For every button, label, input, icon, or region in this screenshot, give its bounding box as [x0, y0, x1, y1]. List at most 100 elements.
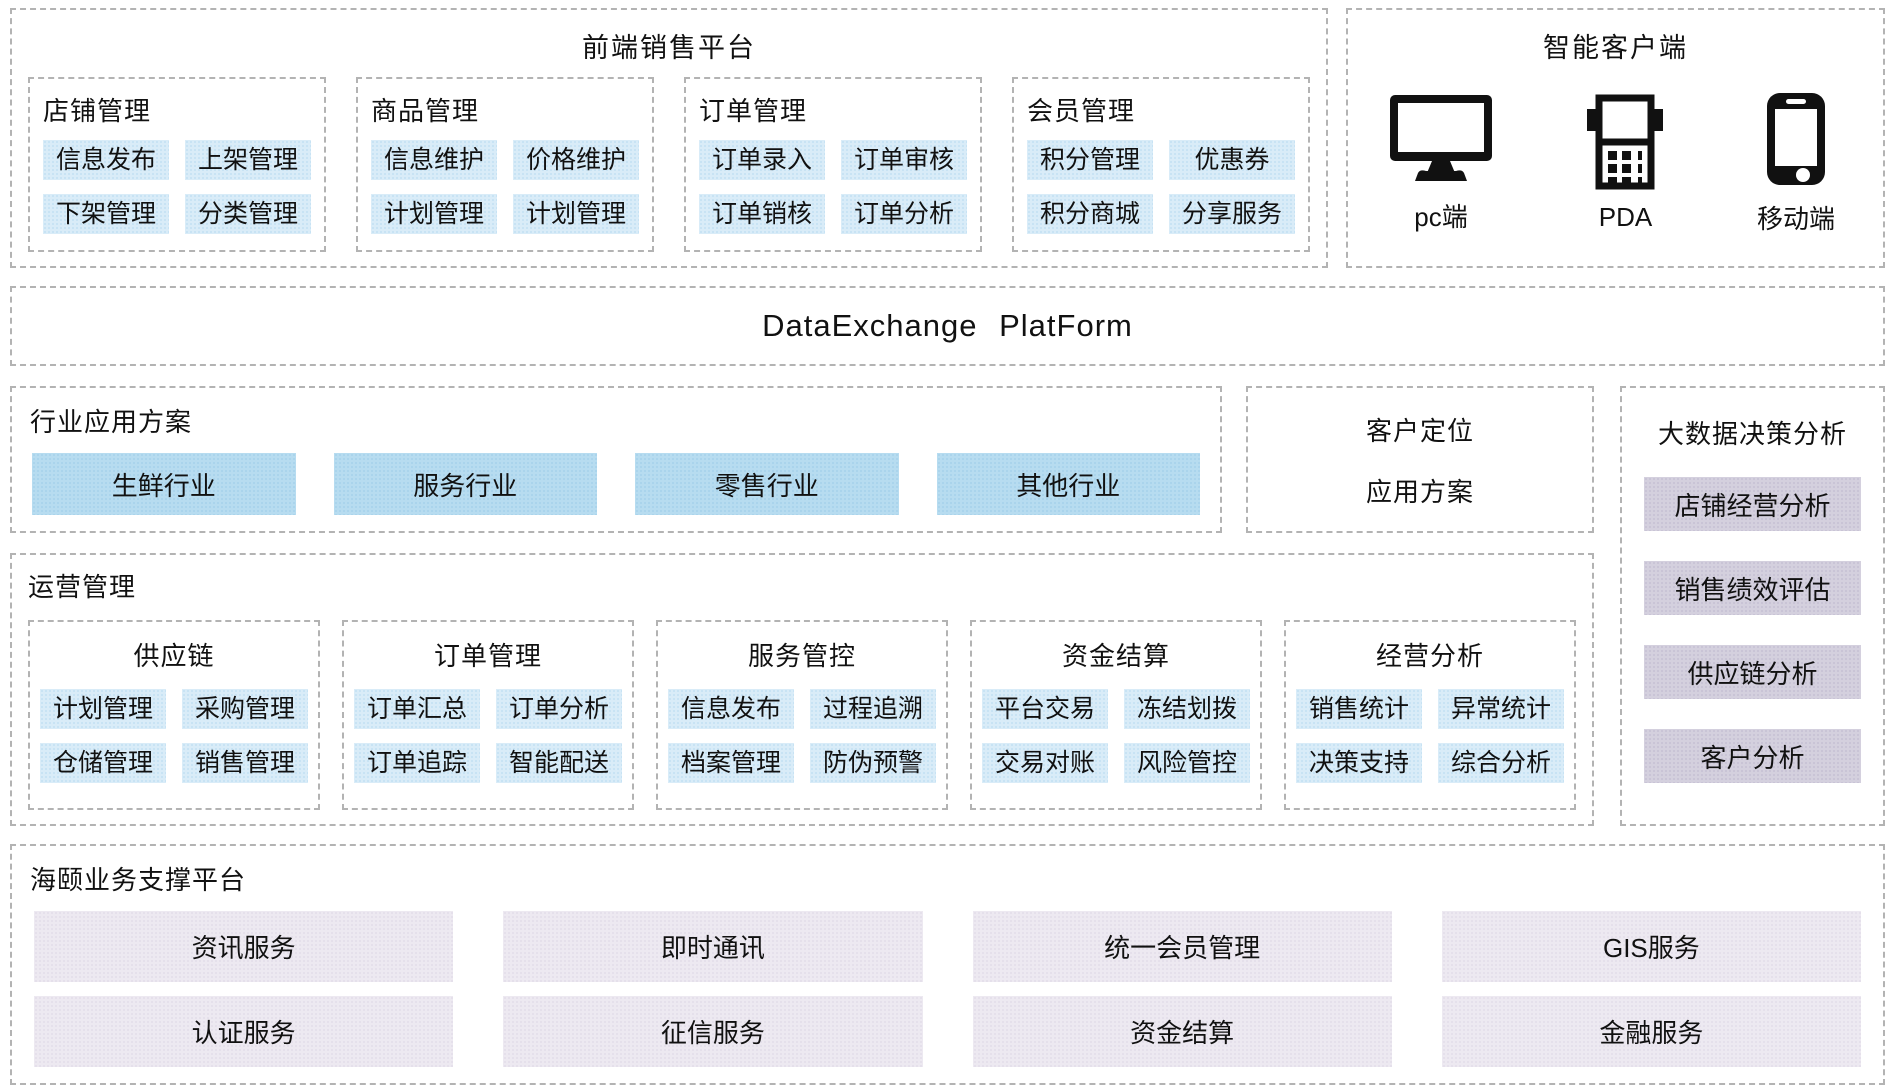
service-box-unified-member: 统一会员管理 — [972, 911, 1392, 982]
customer-positioning-line1: 客户定位 — [1365, 415, 1474, 446]
top-row: 前端销售平台 店铺管理 信息发布 上架管理 下架管理 分类管理 商品管理 信息维… — [10, 8, 1885, 268]
module-chip: 计划管理 — [40, 689, 166, 729]
module-chip: 综合分析 — [1438, 743, 1564, 783]
chip-grid: 信息维护 价格维护 计划管理 计划管理 — [371, 140, 639, 234]
op-group-business-analysis: 经营分析 销售统计 异常统计 决策支持 综合分析 — [1284, 620, 1576, 810]
module-chip: 上架管理 — [185, 140, 311, 180]
desktop-monitor-icon — [1390, 95, 1492, 181]
op-group-order-management: 订单管理 订单汇总 订单分析 订单追踪 智能配送 — [342, 620, 634, 810]
big-data-boxes: 店铺经营分析 销售绩效评估 供应链分析 客户分析 — [1644, 477, 1861, 783]
module-chip: 信息维护 — [371, 140, 497, 180]
module-chip: 销售统计 — [1296, 689, 1422, 729]
industry-box-other: 其他行业 — [936, 453, 1200, 515]
group-title: 店铺管理 — [43, 96, 152, 126]
chip-grid: 信息发布 过程追溯 档案管理 防伪预警 — [668, 689, 936, 783]
module-chip: 交易对账 — [982, 743, 1108, 783]
support-services-grid: 资讯服务 即时通讯 统一会员管理 GIS服务 认证服务 征信服务 资金结算 金融… — [30, 911, 1865, 1067]
module-chip: 订单录入 — [699, 140, 825, 180]
service-box-fund-settlement: 资金结算 — [972, 996, 1392, 1067]
device-label: pc端 — [1414, 202, 1468, 232]
big-data-analysis-panel: 大数据决策分析 店铺经营分析 销售绩效评估 供应链分析 客户分析 — [1620, 386, 1885, 826]
group-title: 会员管理 — [1027, 96, 1136, 126]
module-chip: 智能配送 — [496, 743, 622, 783]
industry-boxes: 生鲜行业 服务行业 零售行业 其他行业 — [30, 453, 1202, 515]
device-label: 移动端 — [1756, 204, 1835, 234]
module-chip: 决策支持 — [1296, 743, 1422, 783]
chip-grid: 信息发布 上架管理 下架管理 分类管理 — [43, 140, 311, 234]
middle-left-column: 行业应用方案 生鲜行业 服务行业 零售行业 其他行业 客户定位 应用方案 运营管… — [10, 386, 1594, 826]
industry-solutions-panel: 行业应用方案 生鲜行业 服务行业 零售行业 其他行业 — [10, 386, 1222, 533]
industry-box-fresh: 生鲜行业 — [32, 453, 296, 515]
module-chip: 信息发布 — [43, 140, 169, 180]
op-group-service-control: 服务管控 信息发布 过程追溯 档案管理 防伪预警 — [656, 620, 948, 810]
support-platform-title: 海颐业务支撑平台 — [30, 865, 247, 895]
module-chip: 订单销核 — [699, 194, 825, 234]
business-support-platform-panel: 海颐业务支撑平台 资讯服务 即时通讯 统一会员管理 GIS服务 认证服务 征信服… — [10, 844, 1885, 1085]
module-chip: 分享服务 — [1169, 194, 1295, 234]
analysis-box-customer: 客户分析 — [1644, 729, 1861, 783]
chip-grid: 计划管理 采购管理 仓储管理 销售管理 — [40, 689, 308, 783]
front-sales-platform-title: 前端销售平台 — [582, 33, 756, 63]
analysis-box-sales-performance: 销售绩效评估 — [1644, 561, 1861, 615]
service-box-credit: 征信服务 — [503, 996, 923, 1067]
module-chip: 仓储管理 — [40, 743, 166, 783]
chip-grid: 销售统计 异常统计 决策支持 综合分析 — [1296, 689, 1564, 783]
smart-client-title: 智能客户端 — [1543, 33, 1688, 63]
chip-grid: 订单录入 订单审核 订单销核 订单分析 — [699, 140, 967, 234]
analysis-box-supply-chain: 供应链分析 — [1644, 645, 1861, 699]
module-chip: 分类管理 — [185, 194, 311, 234]
module-chip: 异常统计 — [1438, 689, 1564, 729]
chip-grid: 积分管理 优惠券 积分商城 分享服务 — [1027, 140, 1295, 234]
service-box-instant-messaging: 即时通讯 — [503, 911, 923, 982]
module-chip: 价格维护 — [513, 140, 639, 180]
operations-management-panel: 运营管理 供应链 计划管理 采购管理 仓储管理 销售管理 订单管理 — [10, 553, 1594, 826]
smart-client-panel: 智能客户端 pc端 — [1346, 8, 1885, 268]
group-product-management: 商品管理 信息维护 价格维护 计划管理 计划管理 — [356, 77, 654, 252]
device-pda: PDA — [1585, 94, 1665, 233]
module-chip: 信息发布 — [668, 689, 794, 729]
middle-area: 行业应用方案 生鲜行业 服务行业 零售行业 其他行业 客户定位 应用方案 运营管… — [10, 386, 1885, 826]
industry-row: 行业应用方案 生鲜行业 服务行业 零售行业 其他行业 客户定位 应用方案 — [10, 386, 1594, 533]
group-title: 订单管理 — [699, 96, 808, 126]
module-chip: 订单汇总 — [354, 689, 480, 729]
op-group-title: 订单管理 — [433, 641, 542, 671]
module-chip: 订单分析 — [841, 194, 967, 234]
module-chip: 积分管理 — [1027, 140, 1153, 180]
module-chip: 冻结划拨 — [1124, 689, 1250, 729]
op-group-title: 供应链 — [133, 641, 215, 671]
module-chip: 订单审核 — [841, 140, 967, 180]
operations-title: 运营管理 — [28, 572, 137, 602]
operations-groups: 供应链 计划管理 采购管理 仓储管理 销售管理 订单管理 订单汇总 订单分析 — [28, 620, 1576, 810]
device-mobile: 移动端 — [1757, 91, 1835, 236]
chip-grid: 订单汇总 订单分析 订单追踪 智能配送 — [354, 689, 622, 783]
client-devices: pc端 — [1348, 77, 1883, 266]
module-chip: 计划管理 — [371, 194, 497, 234]
module-chip: 平台交易 — [982, 689, 1108, 729]
service-box-information: 资讯服务 — [34, 911, 454, 982]
group-order-management: 订单管理 订单录入 订单审核 订单销核 订单分析 — [684, 77, 982, 252]
group-title: 商品管理 — [371, 96, 480, 126]
module-chip: 积分商城 — [1027, 194, 1153, 234]
service-box-gis: GIS服务 — [1441, 911, 1861, 982]
op-group-fund-settlement: 资金结算 平台交易 冻结划拨 交易对账 风险管控 — [970, 620, 1262, 810]
group-member-management: 会员管理 积分管理 优惠券 积分商城 分享服务 — [1012, 77, 1310, 252]
smartphone-icon — [1766, 93, 1825, 185]
module-chip: 计划管理 — [513, 194, 639, 234]
module-chip: 销售管理 — [182, 743, 308, 783]
data-exchange-platform-bar: DataExchange PlatForm — [10, 286, 1885, 366]
analysis-box-store: 店铺经营分析 — [1644, 477, 1861, 531]
front-sales-platform-panel: 前端销售平台 店铺管理 信息发布 上架管理 下架管理 分类管理 商品管理 信息维… — [10, 8, 1328, 268]
device-label: PDA — [1598, 202, 1653, 232]
module-chip: 过程追溯 — [810, 689, 936, 729]
module-chip: 优惠券 — [1169, 140, 1295, 180]
industry-box-retail: 零售行业 — [635, 453, 899, 515]
service-box-finance: 金融服务 — [1441, 996, 1861, 1067]
module-chip: 防伪预警 — [810, 743, 936, 783]
module-chip: 下架管理 — [43, 194, 169, 234]
front-platform-groups: 店铺管理 信息发布 上架管理 下架管理 分类管理 商品管理 信息维护 价格维护 … — [12, 77, 1326, 266]
industry-solutions-title: 行业应用方案 — [30, 407, 193, 437]
industry-box-service: 服务行业 — [333, 453, 597, 515]
module-chip: 采购管理 — [182, 689, 308, 729]
module-chip: 订单追踪 — [354, 743, 480, 783]
